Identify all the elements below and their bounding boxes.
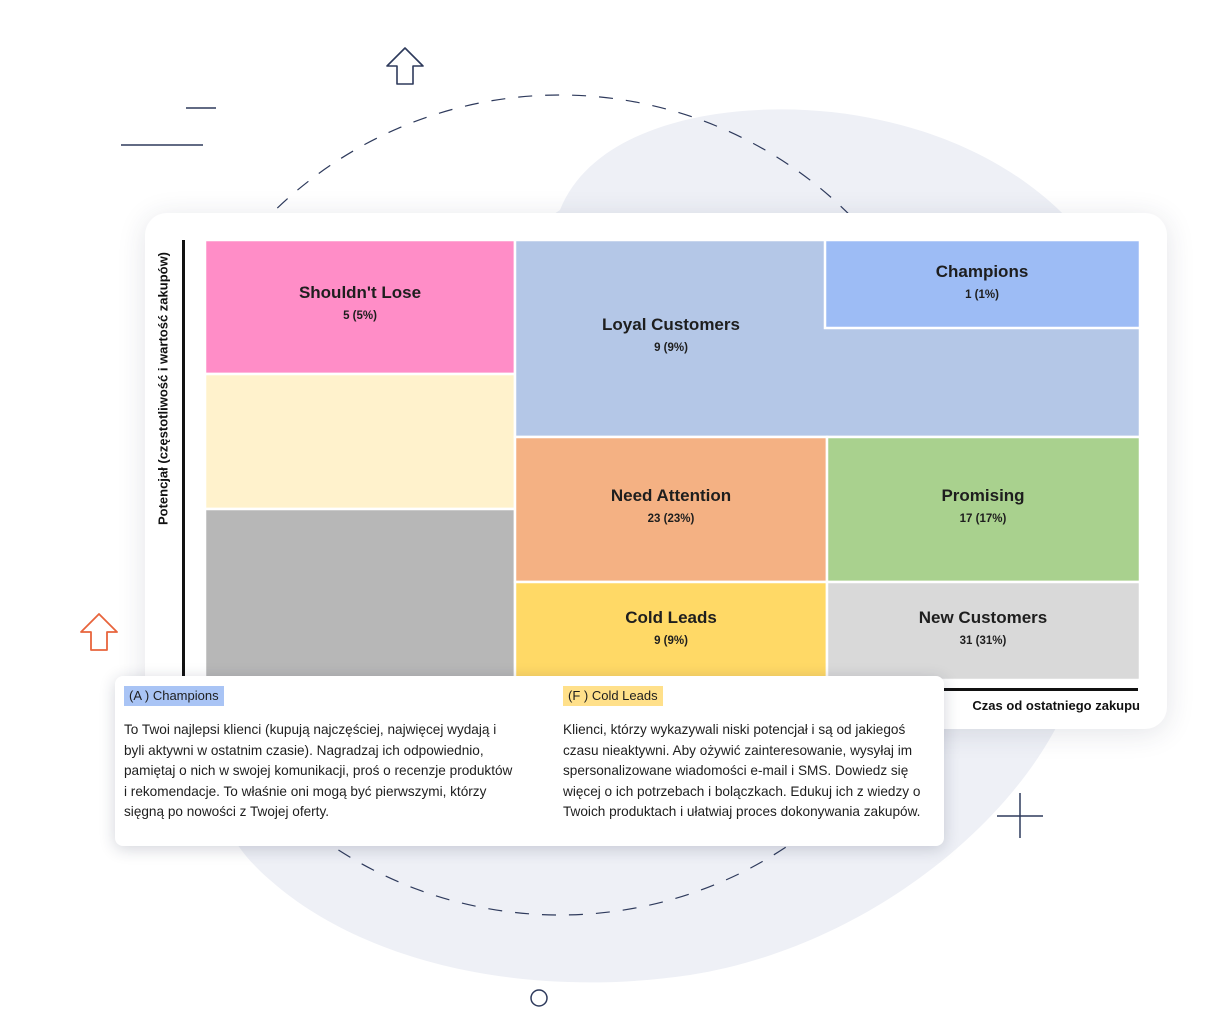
small-circle-icon bbox=[530, 989, 548, 1007]
segment-name-champions: Champions bbox=[936, 262, 1029, 281]
segment-lost: Lost4 (4%) bbox=[205, 507, 517, 680]
segment-need-attention: Need Attention 23 (23%) bbox=[513, 435, 829, 584]
arrow-up-accent-icon bbox=[80, 613, 118, 651]
segment-info-panel: (A ) Champions To Twoi najlepsi klienci … bbox=[115, 676, 944, 846]
segment-rect-promising bbox=[825, 435, 1140, 584]
segment-name-shouldn-t-lose: Shouldn't Lose bbox=[299, 283, 421, 302]
segment-value-shouldn-t-lose: 5 (5%) bbox=[343, 310, 377, 322]
segment-value-new-customers: 31 (31%) bbox=[960, 635, 1007, 647]
segment-tag-champions: (A ) Champions bbox=[124, 686, 224, 706]
info-cold-leads: (F ) Cold Leads Klienci, którzy wykazywa… bbox=[563, 686, 935, 823]
segment-value-cold-leads: 9 (9%) bbox=[654, 635, 688, 647]
segment-description-champions: To Twoi najlepsi klienci (kupują najczęś… bbox=[124, 722, 513, 819]
segment-tag-cold-leads: (F ) Cold Leads bbox=[563, 686, 663, 706]
info-champions: (A ) Champions To Twoi najlepsi klienci … bbox=[124, 686, 514, 823]
segment-new-customers: New Customers 31 (31%) bbox=[825, 580, 1140, 680]
segment-rect-shouldn-t-lose bbox=[205, 240, 517, 376]
segment-value-need-attention: 23 (23%) bbox=[648, 513, 695, 525]
segment-name-new-customers: New Customers bbox=[919, 608, 1047, 627]
segment-description-cold-leads: Klienci, którzy wykazywali niski potencj… bbox=[563, 722, 921, 819]
segment-shouldn-t-lose: Shouldn't Lose 5 (5%) bbox=[205, 240, 517, 376]
segment-rect-champions bbox=[823, 240, 1140, 330]
segment-value-loyal-customers: 9 (9%) bbox=[654, 342, 688, 354]
segment-value-promising: 17 (17%) bbox=[960, 513, 1007, 525]
segment-promising: Promising 17 (17%) bbox=[825, 435, 1140, 584]
plus-icon bbox=[997, 793, 1043, 838]
y-axis-label-text: Potencjał (częstotliwość i wartość zakup… bbox=[155, 251, 171, 526]
segment-name-promising: Promising bbox=[941, 486, 1024, 505]
segment-rect-sleepers bbox=[205, 372, 517, 511]
segment-rect-cold-leads bbox=[513, 580, 829, 680]
segment-value-champions: 1 (1%) bbox=[965, 289, 999, 301]
segment-name-need-attention: Need Attention bbox=[611, 486, 731, 505]
segment-name-cold-leads: Cold Leads bbox=[625, 608, 717, 627]
segment-rect-need-attention bbox=[513, 435, 829, 584]
segment-name-loyal-customers: Loyal Customers bbox=[602, 315, 740, 334]
segment-rect-lost bbox=[205, 507, 517, 680]
x-axis-label: Czas od ostatniego zakupu bbox=[972, 698, 1140, 713]
segment-champions: Champions 1 (1%) bbox=[823, 240, 1140, 330]
arrow-up-outline-icon bbox=[386, 47, 424, 85]
segment-rect-new-customers bbox=[825, 580, 1140, 680]
segment-cold-leads: Cold Leads 9 (9%) bbox=[513, 580, 829, 680]
y-axis-line bbox=[182, 240, 185, 678]
x-axis-line bbox=[942, 688, 1138, 691]
